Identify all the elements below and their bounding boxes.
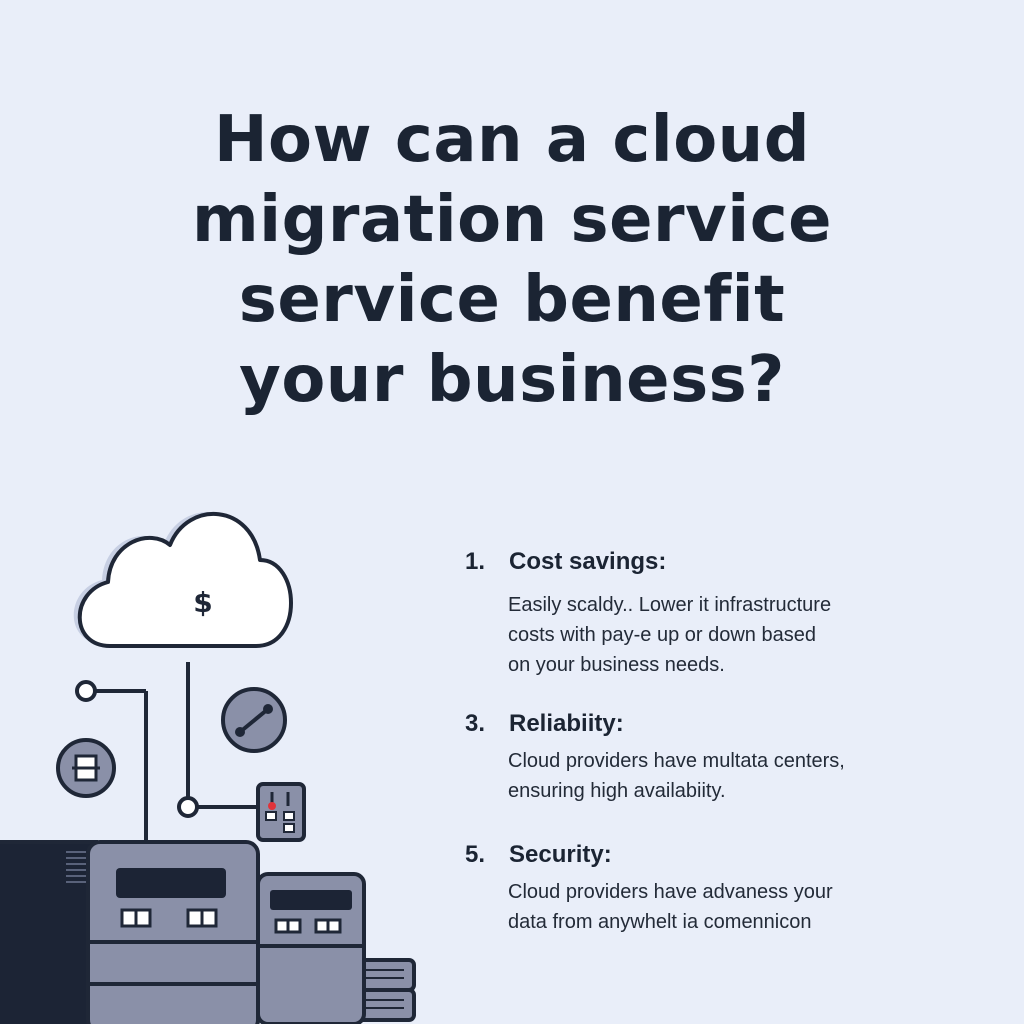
benefit-title: Security: — [509, 841, 612, 868]
server-icon — [86, 840, 260, 1024]
benefit-line: on your business needs. — [508, 654, 725, 676]
headline: How can a cloud migration service servic… — [0, 100, 1024, 420]
benefit-item: 5. Security: Cloud providers have advane… — [462, 839, 1002, 937]
headline-line: How can a cloud — [213, 103, 811, 177]
benefit-title: Reliabiity: — [509, 710, 624, 737]
benefit-line: ensuring high availabiity. — [508, 780, 726, 802]
benefit-item: 3. Reliabiity: Cloud providers have mult… — [462, 708, 1002, 806]
benefit-number: 1. — [465, 548, 486, 575]
benefit-line: data from anywhelt ia comennicon — [508, 911, 812, 933]
benefit-description: Cloud providers have multata centers, en… — [462, 746, 1002, 806]
chip-icon — [256, 782, 306, 842]
headline-line: your business? — [239, 343, 785, 417]
dollar-icon: $ — [193, 586, 212, 619]
benefit-line: Easily scaldy.. Lower it infrastructure — [508, 594, 832, 616]
toggle-icon — [56, 738, 116, 798]
benefit-line: Cloud providers have multata centers, — [508, 750, 845, 772]
benefit-number: 5. — [465, 841, 486, 868]
headline-line: service benefit — [238, 263, 786, 337]
benefit-description: Easily scaldy.. Lower it infrastructure … — [462, 590, 1002, 680]
cloud-icon: $ — [73, 511, 293, 648]
link-icon — [221, 687, 287, 753]
benefit-heading: 3. Reliabiity: — [462, 708, 1002, 740]
benefit-item: 1. Cost savings: Easily scaldy.. Lower i… — [462, 546, 1002, 680]
headline-line: migration service — [191, 183, 833, 257]
node-circle-icon — [75, 680, 97, 702]
node-circle-icon — [177, 796, 199, 818]
benefit-title: Cost savings: — [509, 548, 667, 575]
benefit-line: costs with pay-e up or down based — [508, 624, 816, 646]
server-icon — [0, 840, 98, 1024]
benefit-line: Cloud providers have advaness your — [508, 881, 833, 903]
benefit-heading: 5. Security: — [462, 839, 1002, 871]
benefit-heading: 1. Cost savings: — [462, 546, 1002, 578]
connector-lines — [96, 662, 258, 842]
server-icon — [256, 872, 366, 1024]
benefit-description: Cloud providers have advaness your data … — [462, 877, 1002, 937]
benefit-number: 3. — [465, 710, 486, 737]
